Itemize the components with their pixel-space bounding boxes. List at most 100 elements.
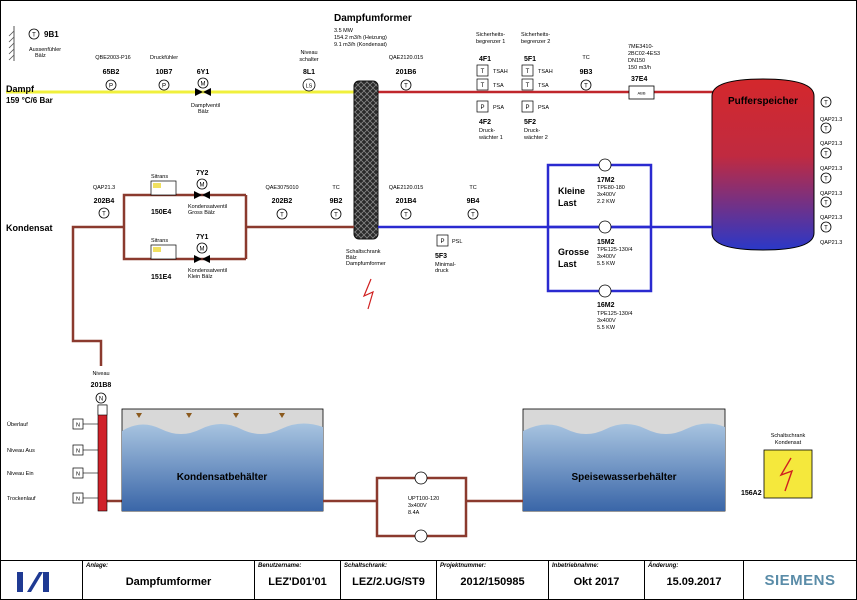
sensor-symbol: T bbox=[471, 213, 475, 219]
brand-cell: SIEMENS bbox=[743, 561, 856, 599]
flow-meter[interactable]: 7ME3410- 2BC02-4ES3 DN150 150 m3/h 37E4 … bbox=[628, 44, 660, 100]
control-cabinet-exchanger: Schaltschrank Bälz Dampfumformer bbox=[346, 249, 386, 310]
level-sensor-201B8[interactable]: Niveau 201B8 N bbox=[91, 371, 112, 512]
level-switch-8L1[interactable]: Niveau schalter 8L1 LS bbox=[299, 50, 319, 92]
buffer-tank-label: Pufferspeicher bbox=[728, 96, 798, 107]
limiter-symbol: T bbox=[481, 83, 485, 89]
valve-id: 7Y1 bbox=[196, 234, 209, 241]
sensor-202B2[interactable]: QAE3075010 202B2 T bbox=[265, 185, 299, 220]
flowmeter-line4: 150 m3/h bbox=[628, 65, 651, 71]
sensor-id: 9B4 bbox=[467, 198, 480, 205]
pump-17M2[interactable]: 17M2 TPE80-180 3x400V 2.2 KW bbox=[597, 158, 625, 205]
plant-cell: Anlage: Dampfumformer bbox=[82, 561, 254, 599]
sensor-9B2[interactable]: TC 9B2 T bbox=[330, 185, 343, 220]
control-panel-condensate[interactable]: Schaltschrank Kondensat 156A2 bbox=[741, 433, 813, 499]
pump-type: UPT100-120 bbox=[408, 496, 439, 502]
sensor-201B4[interactable]: QAE2120.015 201B4 T bbox=[389, 185, 424, 220]
outdoor-sensor-desc2: Bälz bbox=[35, 53, 46, 59]
sensor-symbol: T bbox=[280, 213, 284, 219]
condensate-valve-large[interactable]: Sitrans 150E4 7Y2 M Kondensatventil Gros… bbox=[150, 170, 227, 216]
flowmeter-line2: 2BC02-4ES3 bbox=[628, 51, 660, 57]
level-switches[interactable]: Überlauf N Niveau Aus N Niveau Ein N Tro… bbox=[7, 418, 98, 504]
condensate-label: Kondensat bbox=[6, 223, 53, 233]
limiter-psa: PSA bbox=[538, 105, 549, 111]
exchanger-spec3: 9.1 m3/h (Kondensat) bbox=[334, 42, 387, 48]
valve-symbol: M bbox=[200, 183, 205, 189]
buffer-sensors[interactable]: T QAP21.3 T QAP21.3 T QAP21.3 T QAP21.3 … bbox=[820, 96, 842, 246]
flowmeter-line1: 7ME3410- bbox=[628, 44, 654, 50]
feedwater-tank[interactable]: Speisewasserbehälter bbox=[522, 408, 726, 512]
min-pressure-switch-5F3[interactable]: P PSL 5F3 Minimal- druck bbox=[435, 234, 462, 274]
pump-16M2[interactable]: 16M2 TPE125-130/4 3x400V 5.5 KW bbox=[597, 284, 632, 331]
valve-desc1: Kondensatventil bbox=[188, 204, 227, 210]
level-switch-label: Niveau Ein bbox=[7, 471, 34, 477]
safety-limiter-2[interactable]: Sicherheits- begrenzer 2 5F1 T TSAH T TS… bbox=[521, 32, 553, 141]
sensor-9B4[interactable]: TC 9B4 T bbox=[467, 185, 480, 220]
sensor-symbol: P bbox=[162, 84, 166, 90]
exchanger-title: Dampfumformer bbox=[334, 13, 412, 24]
sensor-tag: QAP21.3 bbox=[820, 215, 842, 221]
sensor-symbol: T bbox=[824, 101, 828, 107]
sensor-202B4[interactable]: QAP21.3 202B4 T bbox=[93, 185, 115, 219]
exchanger-spec1: 3.5 MW bbox=[334, 28, 354, 34]
sensor-symbol: P bbox=[109, 84, 113, 90]
sensor-tag: TC bbox=[332, 185, 339, 191]
steam-valve-6Y1[interactable]: 6Y1 M Dampfventil Bälz bbox=[191, 69, 220, 115]
sensor-symbol: T bbox=[102, 212, 106, 218]
buffer-tank[interactable]: Pufferspeicher bbox=[711, 78, 815, 251]
flowmeter-id: 37E4 bbox=[631, 76, 647, 83]
panel-id: 156A2 bbox=[741, 490, 762, 497]
pressure-switch-id: 5F2 bbox=[524, 119, 536, 126]
small-load-label1: Kleine bbox=[558, 186, 585, 196]
sensor-tag: QAP21.3 bbox=[93, 185, 115, 191]
sensor-symbol: T bbox=[404, 213, 408, 219]
switch-tag2: schalter bbox=[299, 57, 318, 63]
valve-symbol: M bbox=[201, 82, 206, 88]
pressure-switch-desc1: Druck- bbox=[524, 128, 540, 134]
heat-exchanger[interactable] bbox=[353, 80, 379, 240]
commissioning-label: Inbetriebnahme: bbox=[552, 563, 599, 569]
sensor-tag: QBE2003-P16 bbox=[95, 55, 130, 61]
switch-desc2: druck bbox=[435, 268, 449, 274]
limiter-title2: begrenzer 2 bbox=[521, 39, 550, 45]
commissioning-value: Okt 2017 bbox=[573, 576, 620, 588]
pressure-switch-desc1: Druck- bbox=[479, 128, 495, 134]
limiter-id: 4F1 bbox=[479, 56, 491, 63]
sensor-201B6[interactable]: QAE2120.015 201B6 T bbox=[389, 55, 424, 91]
pump-type: TPE125-130/4 bbox=[597, 247, 632, 253]
sensor-65B2[interactable]: QBE2003-P16 65B2 P bbox=[95, 55, 131, 91]
pump-15M2[interactable]: 15M2 TPE125-130/4 3x400V 5.5 KW bbox=[597, 220, 632, 267]
outdoor-sensor-id: 9B1 bbox=[44, 30, 59, 39]
sensor-symbol: T bbox=[824, 152, 828, 158]
sensor-symbol: T bbox=[824, 201, 828, 207]
condensate-valve-small[interactable]: Sitrans 151E4 7Y1 M Kondensatventil Klei… bbox=[150, 234, 227, 281]
change-value: 15.09.2017 bbox=[666, 576, 722, 588]
condensate-tank[interactable]: Kondensatbehälter bbox=[121, 408, 324, 512]
sensor-symbol: T bbox=[404, 84, 408, 90]
sensor-10B7[interactable]: Druckfühler 10B7 P bbox=[150, 55, 178, 91]
level-switch-label: Überlauf bbox=[7, 421, 28, 428]
valve-id: 7Y2 bbox=[196, 170, 209, 177]
sensor-symbol: T bbox=[824, 226, 828, 232]
pump-power: 5.5 KW bbox=[597, 261, 616, 267]
sensor-9B3[interactable]: TC 9B3 T bbox=[580, 55, 593, 91]
sensor-id: 202B4 bbox=[94, 198, 115, 205]
safety-limiter-1[interactable]: Sicherheits- begrenzer 1 4F1 T TSAH T TS… bbox=[476, 32, 508, 141]
switch-symbol: LS bbox=[306, 84, 313, 90]
sensor-tag: Druckfühler bbox=[150, 55, 178, 61]
sensor-tag: QAP21.3 bbox=[820, 141, 842, 147]
switch-tag1: Niveau bbox=[300, 50, 317, 56]
pump-volt: 3x400V bbox=[597, 192, 616, 198]
cabinet-line3: Dampfumformer bbox=[346, 261, 386, 267]
outdoor-sensor[interactable]: T 9B1 Aussenfühler Bälz bbox=[8, 26, 61, 61]
limiter-symbol: T bbox=[526, 83, 530, 89]
user-cell: Benutzername: LEZ'D01'01 bbox=[254, 561, 340, 599]
level-switch-symbol: N bbox=[76, 497, 80, 503]
panel-line1: Schaltschrank bbox=[771, 433, 806, 439]
level-switch-symbol: N bbox=[76, 423, 80, 429]
switch-id: 5F3 bbox=[435, 253, 447, 260]
lightning-icon bbox=[779, 457, 794, 492]
limiter-symbol: P bbox=[480, 105, 484, 111]
transfer-pump-group[interactable]: UPT100-120 3x400V 8.4A bbox=[323, 471, 523, 543]
level-switch-symbol: N bbox=[76, 472, 80, 478]
